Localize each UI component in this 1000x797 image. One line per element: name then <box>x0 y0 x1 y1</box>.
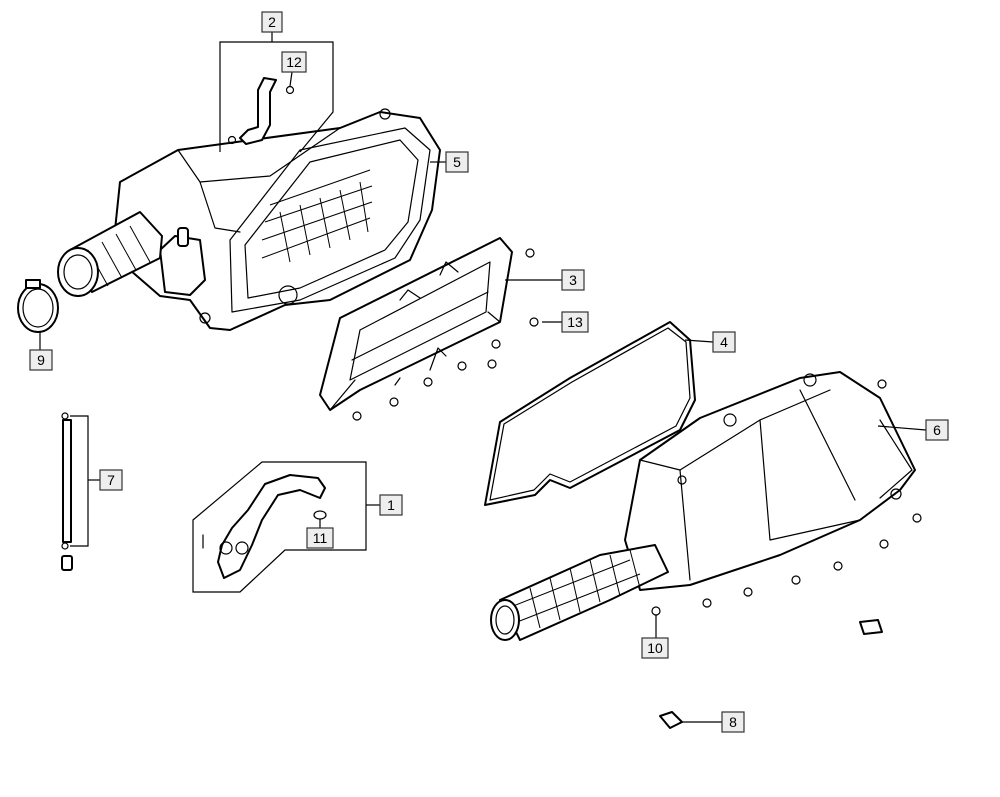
fastener-screws <box>352 248 922 729</box>
air-box-cover <box>490 371 916 641</box>
callout-4-label: 4 <box>720 334 728 350</box>
callout-11-label: 11 <box>313 530 328 546</box>
callout-13-label: 13 <box>567 314 583 330</box>
callout-2: 2 <box>261 11 283 33</box>
callout-1-label: 1 <box>387 497 395 513</box>
callout-12-label: 12 <box>286 54 302 70</box>
callout-8-label: 8 <box>729 714 737 730</box>
hose-clamp <box>17 279 59 350</box>
callout-3: 3 <box>561 269 585 291</box>
callout-4: 4 <box>712 331 736 353</box>
callout-9-label: 9 <box>37 352 45 368</box>
callout-6-label: 6 <box>933 422 941 438</box>
air-box-gasket <box>484 321 696 506</box>
callout-10: 10 <box>641 637 669 659</box>
callout-2-label: 2 <box>268 14 276 30</box>
air-box-housing <box>57 108 441 331</box>
crankcase-hose-group <box>192 461 380 593</box>
drain-tube <box>61 412 100 571</box>
air-filter-element <box>319 237 513 411</box>
leader-lines <box>430 161 927 431</box>
callout-7: 7 <box>99 469 123 491</box>
callout-13: 13 <box>561 311 589 333</box>
callout-7-label: 7 <box>107 472 115 488</box>
breather-hose-group <box>219 30 334 153</box>
callout-12: 12 <box>281 51 307 73</box>
callout-5-label: 5 <box>453 154 461 170</box>
callout-6: 6 <box>925 419 949 441</box>
callout-5: 5 <box>445 151 469 173</box>
callout-9: 9 <box>29 349 53 371</box>
callout-3-label: 3 <box>569 272 577 288</box>
callout-1: 1 <box>379 494 403 516</box>
callout-11: 11 <box>306 527 334 549</box>
callout-10-label: 10 <box>647 640 663 656</box>
callout-8: 8 <box>721 711 745 733</box>
